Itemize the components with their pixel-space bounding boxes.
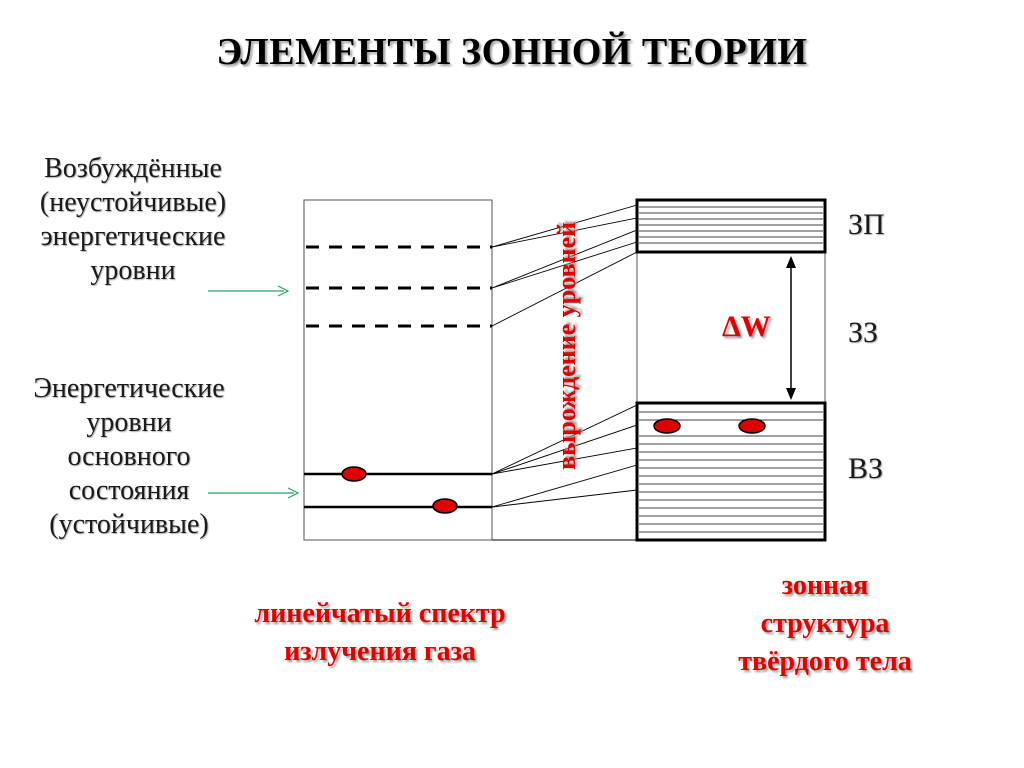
solid-caption-line: зонная [781, 570, 869, 601]
gap-double-arrow [786, 256, 796, 400]
electron [738, 418, 766, 434]
gas-caption-line: линейчатый спектр [254, 598, 506, 629]
degeneration-label: вырождение уровней [552, 221, 581, 471]
excited-label-line: (неустойчивые) [39, 187, 227, 218]
ground-label-line: Энергетические [33, 373, 225, 404]
electron [341, 466, 367, 482]
ground-pointer-arrow [208, 487, 300, 499]
electron [432, 498, 458, 514]
excited-label-line: Возбуждённые [44, 153, 222, 184]
ground-label-line: (устойчивые) [49, 509, 209, 540]
solid-structure-caption: зонная структура твёрдого тела [690, 567, 960, 681]
gas-spectrum-box [303, 199, 493, 541]
ground-label-line: основного [67, 441, 191, 472]
forbidden-band-label: ЗЗ [848, 316, 879, 349]
band-gap-label: ΔW [722, 310, 771, 343]
ground-levels-label: Энергетические уровни основного состояни… [4, 372, 254, 542]
solid-caption-line: структура [760, 608, 890, 639]
ground-label-line: состояния [68, 475, 190, 506]
valence-band-label: ВЗ [848, 452, 884, 485]
solid-caption-line: твёрдого тела [738, 646, 912, 677]
excited-label-line: энергетические [40, 221, 226, 252]
ground-label-line: уровни [86, 407, 172, 438]
excited-pointer-arrow [208, 285, 290, 297]
page-title: ЭЛЕМЕНТЫ ЗОННОЙ ТЕОРИИ [216, 31, 808, 73]
gas-caption-line: излучения газа [284, 636, 476, 667]
degeneration-fan-lines [491, 204, 638, 541]
excited-levels-label: Возбуждённые (неустойчивые) энергетическ… [8, 152, 258, 288]
conduction-band-label: ЗП [848, 208, 885, 241]
electron [653, 418, 681, 434]
gas-spectrum-caption: линейчатый спектр излучения газа [200, 595, 560, 671]
excited-label-line: уровни [90, 255, 176, 286]
conduction-band [635, 198, 827, 254]
